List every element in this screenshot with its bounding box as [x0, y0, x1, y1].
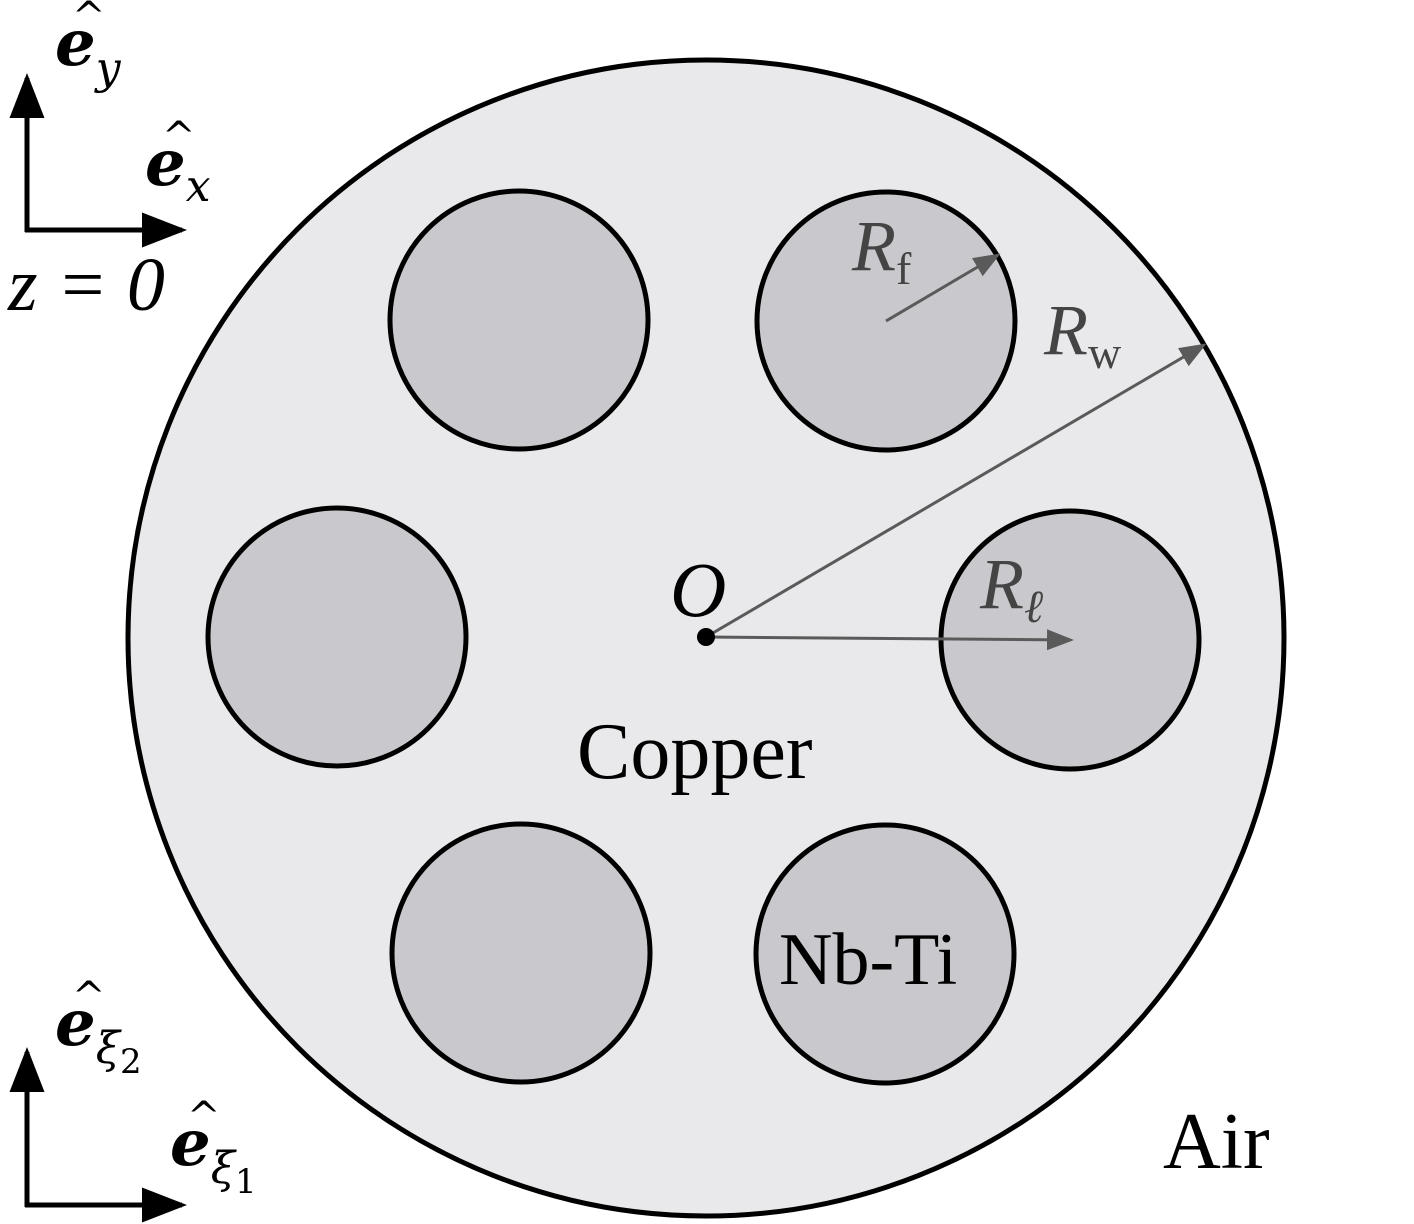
e-xi2-symbol: e — [55, 986, 96, 1061]
radius-filament-label: Rf — [851, 206, 912, 294]
radius-location-arrow — [705, 629, 1074, 651]
origin-point — [697, 628, 715, 646]
copper-label: Copper — [577, 708, 813, 796]
xi-axes: eξ2 ^ eξ1 ^ — [9, 974, 257, 1223]
e-y-hat: ^ — [72, 0, 106, 40]
e-xi1-symbol: e — [170, 1106, 211, 1181]
radius-location-symbol: R — [979, 544, 1024, 624]
filaments — [205, 188, 1202, 1086]
radius-wire-subscript: w — [1088, 327, 1122, 378]
e-xi2-hat: ^ — [72, 974, 106, 1020]
filament-bottom-right — [753, 822, 1017, 1086]
radius-filament-symbol: R — [851, 206, 896, 286]
xy-axes: ey ^ ex ^ z = 0 — [7, 0, 211, 327]
e-x-symbol: e — [145, 126, 186, 201]
e-xi2-label: eξ2 — [55, 986, 142, 1082]
air-label: Air — [1163, 1098, 1270, 1186]
radius-wire-arrow — [705, 343, 1207, 639]
filament-bottom-left — [389, 821, 653, 1085]
e-y-label: ey — [55, 6, 122, 94]
radius-location-subscript: ℓ — [1024, 581, 1044, 632]
e-xi1-index: 1 — [235, 1162, 257, 1202]
e-xi2-index: 2 — [120, 1042, 142, 1082]
radius-filament-arrow — [885, 253, 1001, 323]
e-x-hat: ^ — [162, 114, 196, 160]
radius-wire-label: Rw — [1043, 290, 1122, 378]
radius-filament-subscript: f — [896, 243, 912, 294]
origin-label: O — [670, 546, 726, 633]
radius-location-label: Rℓ — [979, 544, 1044, 632]
nbti-label: Nb-Ti — [779, 919, 957, 1001]
e-xi1-subscript: ξ — [211, 1143, 238, 1194]
e-xi2-subscript: ξ — [96, 1023, 123, 1074]
filament-top-left — [387, 188, 651, 452]
e-x-subscript: x — [186, 161, 211, 212]
e-x-label: ex — [145, 126, 211, 212]
e-y-subscript: y — [94, 43, 122, 94]
e-xi1-hat: ^ — [187, 1094, 221, 1140]
filament-left — [205, 505, 469, 769]
radius-wire-symbol: R — [1043, 290, 1088, 370]
e-y-symbol: e — [55, 6, 96, 81]
plane-label: z = 0 — [7, 243, 165, 327]
e-xi1-label: eξ1 — [170, 1106, 257, 1202]
